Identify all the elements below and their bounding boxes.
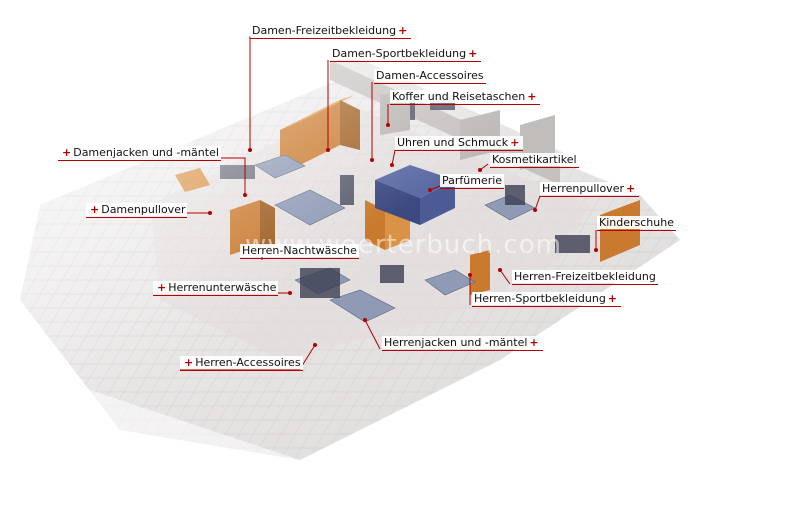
label-text: Herren-Accessoires <box>195 356 300 369</box>
plus-icon[interactable]: + <box>466 47 479 60</box>
plus-icon[interactable]: + <box>182 356 195 369</box>
label-damen-sportbekleidung[interactable]: Damen-Sportbekleidung+ <box>330 47 481 60</box>
label-text: Herrenunterwäsche <box>168 281 276 294</box>
label-damen-freizeitbekleidung[interactable]: Damen-Freizeitbekleidung+ <box>250 24 411 37</box>
label-text: Damen-Accessoires <box>376 69 484 82</box>
plus-icon[interactable]: + <box>525 90 538 103</box>
label-parfuemerie[interactable]: Parfümerie <box>440 174 504 187</box>
label-herren-freizeitbekleidung[interactable]: Herren-Freizeitbekleidung <box>512 270 658 283</box>
label-herrenunterwaesche[interactable]: +Herrenunterwäsche <box>153 281 278 294</box>
label-text: Kosmetikartikel <box>492 153 577 166</box>
label-kinderschuhe[interactable]: Kinderschuhe <box>597 216 676 229</box>
label-kosmetikartikel[interactable]: Kosmetikartikel <box>490 153 579 166</box>
label-koffer-und-reisetaschen[interactable]: Koffer und Reisetaschen+ <box>390 90 540 103</box>
plus-icon[interactable]: + <box>88 203 101 216</box>
plus-icon[interactable]: + <box>155 281 168 294</box>
plus-icon[interactable]: + <box>60 146 73 159</box>
plus-icon[interactable]: + <box>396 24 409 37</box>
label-damen-accessoires[interactable]: Damen-Accessoires <box>374 69 486 82</box>
label-herrenpullover[interactable]: Herrenpullover+ <box>540 182 639 195</box>
label-text: Kinderschuhe <box>599 216 674 229</box>
plus-icon[interactable]: + <box>527 336 540 349</box>
label-herren-accessoires[interactable]: +Herren-Accessoires <box>180 356 303 369</box>
label-damenjacken-und-maentel[interactable]: +Damenjacken und -mäntel <box>58 146 221 159</box>
label-damenpullover[interactable]: +Damenpullover <box>86 203 187 216</box>
label-text: Damenjacken und -mäntel <box>73 146 219 159</box>
label-herrenjacken-und-maentel[interactable]: Herrenjacken und -mäntel+ <box>382 336 543 349</box>
label-text: Damenpullover <box>101 203 185 216</box>
label-text: Herren-Freizeitbekleidung <box>514 270 656 283</box>
label-text: Parfümerie <box>442 174 502 187</box>
plus-icon[interactable]: + <box>624 182 637 195</box>
label-text: Damen-Sportbekleidung <box>332 47 466 60</box>
label-uhren-und-schmuck[interactable]: Uhren und Schmuck+ <box>395 136 523 149</box>
label-text: Uhren und Schmuck <box>397 136 508 149</box>
label-text: Koffer und Reisetaschen <box>392 90 525 103</box>
label-herren-sportbekleidung[interactable]: Herren-Sportbekleidung+ <box>472 292 621 305</box>
label-text: Herren-Sportbekleidung <box>474 292 606 305</box>
label-herren-nachtwaesche[interactable]: Herren-Nachtwäsche <box>240 244 359 257</box>
plus-icon[interactable]: + <box>508 136 521 149</box>
label-text: Herren-Nachtwäsche <box>242 244 357 257</box>
plus-icon[interactable]: + <box>606 292 619 305</box>
label-text: Herrenpullover <box>542 182 624 195</box>
label-text: Herrenjacken und -mäntel <box>384 336 527 349</box>
label-text: Damen-Freizeitbekleidung <box>252 24 396 37</box>
